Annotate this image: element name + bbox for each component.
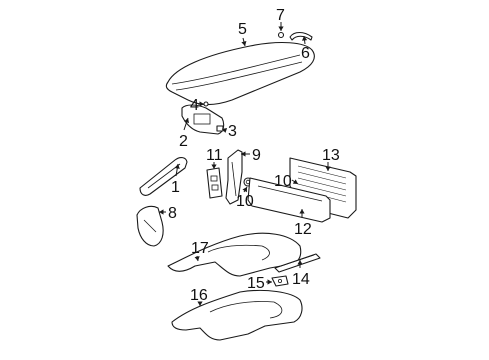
callout-labels: 1 2 3 4 5 6 7 8 9 10 10 11 12 13 14 15 1… xyxy=(168,7,340,304)
leader-2-arrowhead xyxy=(184,118,190,124)
leader-10-panel-arrowhead xyxy=(292,179,298,184)
callout-3: 3 xyxy=(228,123,237,140)
callout-5: 5 xyxy=(238,21,247,38)
callout-1: 1 xyxy=(171,179,180,196)
headliner-part xyxy=(165,42,315,106)
callout-10-grommet: 10 xyxy=(236,193,254,210)
screw-part xyxy=(203,101,209,107)
callout-10-panel: 10 xyxy=(274,173,292,190)
leader-6-arrowhead xyxy=(301,36,308,41)
leader-15-arrowhead xyxy=(267,279,272,285)
kick-panel-part xyxy=(136,205,164,247)
callout-leaders xyxy=(159,22,331,306)
a-pillar-trim-part xyxy=(139,157,188,196)
leader-9-arrowhead xyxy=(241,151,246,157)
leader-17-arrowhead xyxy=(194,256,200,261)
leader-4-arrowhead xyxy=(199,101,204,107)
leader-1-arrowhead xyxy=(174,164,180,169)
leader-13-arrowhead xyxy=(325,166,331,171)
callout-11: 11 xyxy=(206,147,223,164)
callout-15: 15 xyxy=(247,275,265,292)
callout-8: 8 xyxy=(168,205,177,222)
leader-10-grommet-arrowhead xyxy=(242,187,247,193)
coat-hook-part xyxy=(289,31,313,41)
leader-8-arrowhead xyxy=(159,209,164,215)
sill-plate-part xyxy=(274,253,321,273)
callout-4: 4 xyxy=(190,97,199,114)
leader-14-arrowhead xyxy=(297,260,303,265)
callout-16: 16 xyxy=(190,287,208,304)
leader-5-arrowhead xyxy=(241,41,247,46)
back-trim-panel-part xyxy=(247,177,331,223)
switch-panel-part xyxy=(206,167,223,199)
visor-clip-part xyxy=(216,125,224,132)
callout-9: 9 xyxy=(252,147,261,164)
leader-3-arrowhead xyxy=(222,127,228,133)
fastener-part xyxy=(271,275,289,287)
callout-17: 17 xyxy=(191,240,209,257)
leader-16-arrowhead xyxy=(197,301,203,306)
leader-11-arrowhead xyxy=(211,164,217,169)
leader-12-arrowhead xyxy=(299,209,305,214)
callout-14: 14 xyxy=(292,271,310,288)
clip-part xyxy=(277,31,285,39)
callout-12: 12 xyxy=(294,221,312,238)
rear-floor-mat-part xyxy=(171,289,303,341)
callout-6: 6 xyxy=(301,45,310,62)
callout-7: 7 xyxy=(276,7,285,24)
b-pillar-trim-part xyxy=(225,149,243,205)
callout-2: 2 xyxy=(179,133,188,150)
callout-13: 13 xyxy=(322,147,340,164)
leader-7-arrowhead xyxy=(278,26,284,31)
